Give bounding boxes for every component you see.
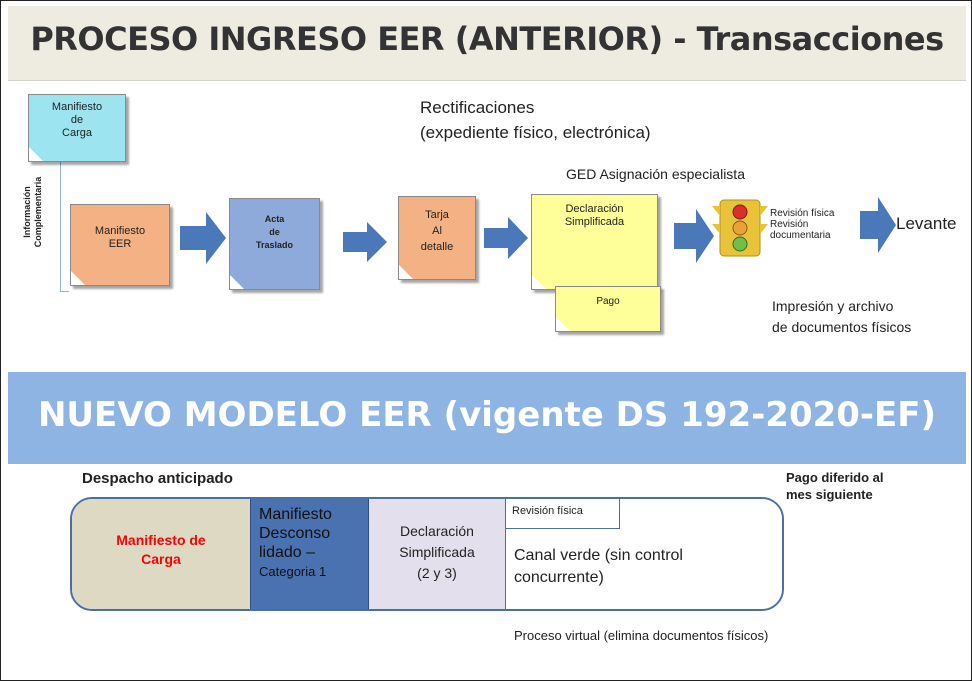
rectificaciones-detail: (expediente físico, electrónica) <box>420 123 651 142</box>
arrow-icon <box>860 197 896 253</box>
revision-fisica-box: Revisión física <box>506 499 620 529</box>
info-complementaria-label: Información Complementaria <box>22 152 58 272</box>
seg3-line-3: (2 y 3) <box>417 565 457 581</box>
nuevo-modelo-band: NUEVO MODELO EER (vigente DS 192-2020-EF… <box>8 372 966 464</box>
doc-pago: Pago <box>555 286 661 332</box>
arrow-icon <box>343 222 387 262</box>
page-title: PROCESO INGRESO EER (ANTERIOR) - Transac… <box>30 20 944 58</box>
doc-text: Tarja <box>425 209 449 221</box>
pago-diferido-line-1: Pago diferido al <box>786 470 884 485</box>
doc-manifiesto-eer: Manifiesto EER <box>70 204 170 286</box>
impresion-text: Impresión y archivo de documentos físico… <box>772 296 911 338</box>
info-bracket <box>60 158 69 292</box>
doc-manifiesto-carga: Manifiesto de Carga <box>28 94 126 162</box>
doc-text: Acta <box>264 214 285 224</box>
pago-diferido-line-2: mes siguiente <box>786 487 873 502</box>
proceso-virtual-label: Proceso virtual (elimina documentos físi… <box>514 628 769 643</box>
rectificaciones-label: Rectificaciones <box>420 98 535 117</box>
ged-label: GED Asignación especialista <box>566 166 745 182</box>
impresion-line-1: Impresión y archivo <box>772 298 894 314</box>
seg2-line-3: lidado – <box>259 544 316 561</box>
doc-text: Manifiesto <box>94 225 146 237</box>
seg3-line-2: Simplificada <box>399 544 475 560</box>
doc-declaracion-simplificada: Declaración Simplificada <box>531 194 658 290</box>
traffic-labels: Revisión física Revisión documentaria <box>770 208 834 241</box>
doc-text: Declaración <box>565 203 624 215</box>
seg2-line-2: Desconso <box>259 525 331 542</box>
seg1-line-2: Carga <box>141 551 181 567</box>
traffic-light-icon <box>712 199 768 257</box>
seg3-line-1: Declaración <box>400 523 474 539</box>
doc-text: de <box>269 227 280 237</box>
segment-canal-verde: Revisión física Canal verde (sin control… <box>506 499 782 609</box>
pago-diferido-label: Pago diferido al mes siguiente <box>786 469 884 503</box>
seg2-line-1: Manifiesto <box>259 506 332 523</box>
revision-fisica-label: Revisión física <box>770 208 835 219</box>
arrow-icon <box>484 217 528 259</box>
doc-text: Carga <box>62 127 92 139</box>
seg2-line-4: Categoria 1 <box>259 564 327 579</box>
doc-tarja-detalle: Tarja Al detalle <box>398 196 476 280</box>
despacho-anticipado-label: Despacho anticipado <box>82 470 233 487</box>
title-bar: PROCESO INGRESO EER (ANTERIOR) - Transac… <box>8 6 966 81</box>
info-line-1: Información <box>22 186 32 238</box>
doc-text: Pago <box>596 296 620 307</box>
segment-manifiesto-desconsolidado: Manifiesto Desconso lidado – Categoria 1 <box>250 499 369 609</box>
doc-text: Simplificada <box>564 216 625 228</box>
doc-text: EER <box>108 238 132 250</box>
doc-text: Manifiesto <box>51 101 103 113</box>
segment-manifiesto-carga: Manifiesto de Carga <box>72 499 250 609</box>
revision-label: Revisión <box>770 219 809 230</box>
doc-text: detalle <box>420 241 454 253</box>
impresion-line-2: de documentos físicos <box>772 319 912 335</box>
seg1-line-1: Manifiesto de <box>116 532 206 548</box>
doc-text: de <box>70 114 84 126</box>
arrow-icon <box>180 212 226 264</box>
doc-acta-traslado: Acta de Traslado <box>229 198 320 290</box>
segment-declaracion-simplificada: Declaración Simplificada (2 y 3) <box>369 499 506 609</box>
nuevo-modelo-title: NUEVO MODELO EER (vigente DS 192-2020-EF… <box>37 395 937 435</box>
canal-line-1: Canal verde (sin control <box>514 547 683 564</box>
canal-line-2: concurrente) <box>514 569 604 586</box>
arrow-icon <box>674 209 714 263</box>
info-line-2: Complementaria <box>33 176 43 248</box>
doc-text: Al <box>432 225 442 237</box>
doc-text: Traslado <box>255 240 293 250</box>
process-box: Manifiesto de Carga Manifiesto Desconso … <box>70 497 784 611</box>
levante-label: Levante <box>896 214 957 233</box>
documentaria-label: documentaria <box>770 230 831 241</box>
